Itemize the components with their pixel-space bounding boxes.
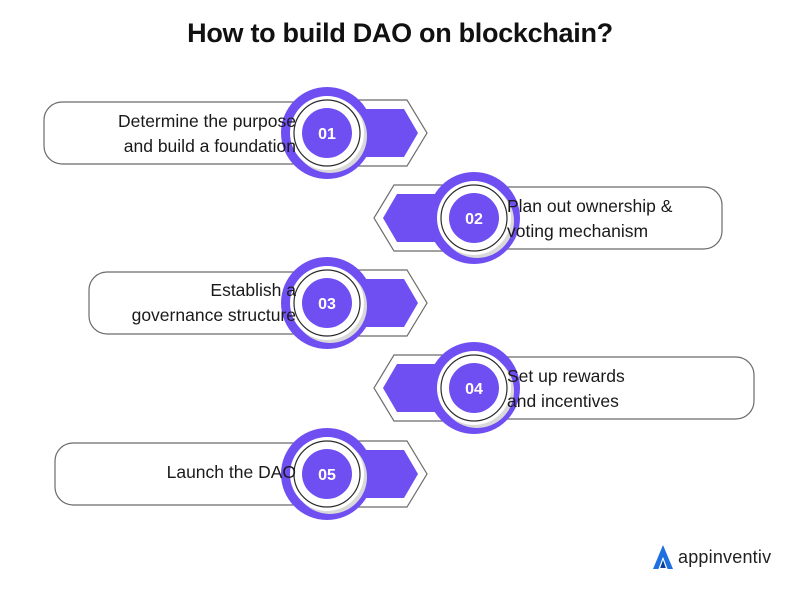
brand-logo: appinventiv xyxy=(652,543,771,571)
step-2-ring-line xyxy=(440,184,508,252)
step-4: 04 xyxy=(373,342,755,434)
step-3: 03 xyxy=(88,257,428,349)
step-2-number: 02 xyxy=(465,211,483,228)
step-5-number: 05 xyxy=(318,467,336,484)
step-3-number: 03 xyxy=(318,296,336,313)
step-4-number: 04 xyxy=(465,381,483,398)
step-5-ring-line xyxy=(293,440,361,508)
brand-name: appinventiv xyxy=(678,546,772,567)
step-1: 01 xyxy=(43,87,428,179)
step-3-text: Establish a governance structure xyxy=(131,280,296,325)
step-3-ring-line xyxy=(293,269,361,337)
step-5: 05 xyxy=(54,428,428,520)
step-2: 02 xyxy=(373,172,723,264)
step-1-text: Determine the purpose and build a founda… xyxy=(117,111,296,156)
step-1-number: 01 xyxy=(318,126,336,143)
step-4-number-circle xyxy=(449,363,499,413)
step-3-number-circle xyxy=(302,278,352,328)
step-4-ring-line xyxy=(440,354,508,422)
step-2-text: Plan out ownership & voting mechanism xyxy=(507,196,673,241)
appinventiv-logo-icon xyxy=(653,545,673,569)
step-2-number-circle xyxy=(449,193,499,243)
step-5-number-circle xyxy=(302,449,352,499)
step-5-text: Launch the DAO xyxy=(166,462,296,482)
step-1-number-circle xyxy=(302,108,352,158)
page-title: How to build DAO on blockchain? xyxy=(187,18,613,48)
step-4-text: Set up rewards and incentives xyxy=(507,366,625,411)
step-1-ring-line xyxy=(293,99,361,167)
